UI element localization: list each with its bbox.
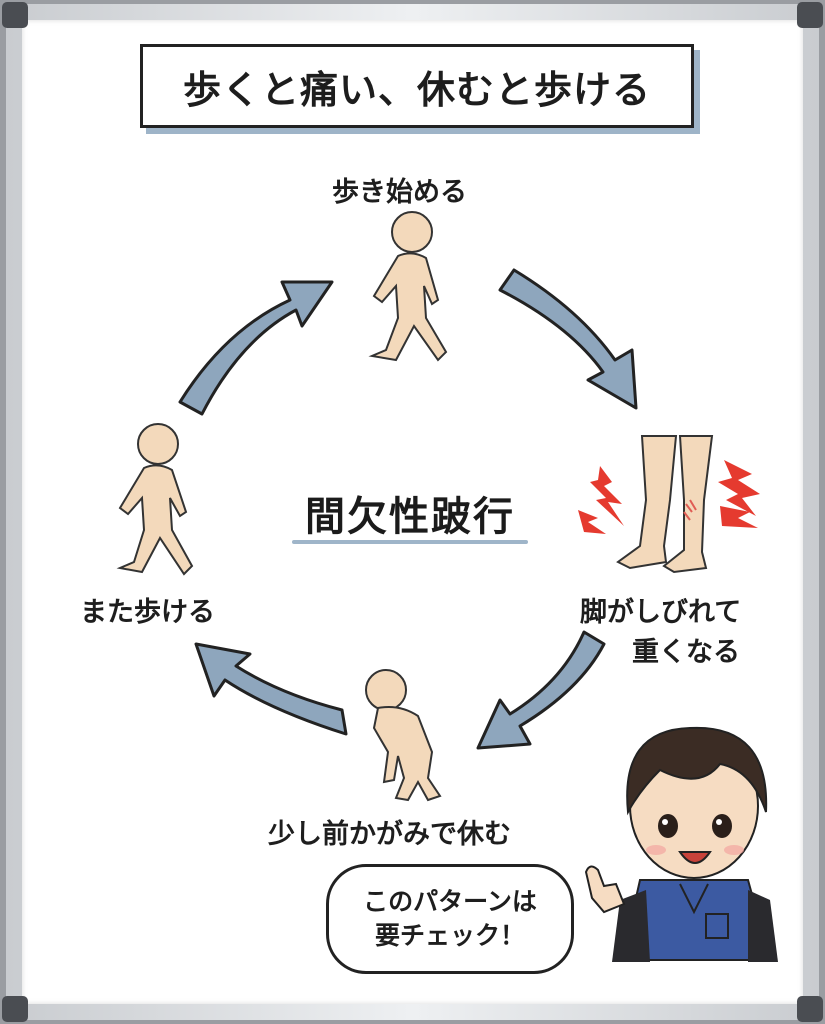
- cycle-arrow-icon: [194, 642, 348, 736]
- step-leg-numbness-line1: 脚がしびれて: [580, 597, 742, 628]
- speech-bubble: このパターンは 要チェック！: [326, 864, 574, 974]
- bubble-line-2: 要チェック！: [374, 921, 525, 950]
- frame-corner: [2, 996, 28, 1022]
- page-title: 歩くと痛い、休むと歩ける: [140, 44, 694, 128]
- bending-person-icon: [365, 669, 442, 802]
- step-start-walking: 歩き始める: [332, 177, 467, 208]
- step-rest-bending: 少し前かがみで休む: [268, 819, 511, 850]
- frame-corner: [797, 2, 823, 28]
- walking-person-icon: [116, 423, 194, 576]
- cycle-arrow-icon: [498, 268, 638, 410]
- pain-bolt-icon: [578, 460, 760, 534]
- frame-corner: [797, 996, 823, 1022]
- center-term: 間欠性跛行: [305, 494, 515, 540]
- leg-pain-icon: [616, 435, 714, 574]
- doctor-avatar-icon: [584, 726, 778, 962]
- walking-person-icon: [368, 211, 448, 362]
- cycle-arrow-icon: [476, 630, 606, 750]
- frame-corner: [2, 2, 28, 28]
- center-underline: [292, 540, 528, 544]
- cycle-arrow-icon: [178, 280, 334, 416]
- bubble-line-1: このパターンは: [363, 887, 537, 917]
- step-leg-numbness-line2: 重くなる: [632, 637, 740, 668]
- step-walk-again: また歩ける: [80, 597, 215, 628]
